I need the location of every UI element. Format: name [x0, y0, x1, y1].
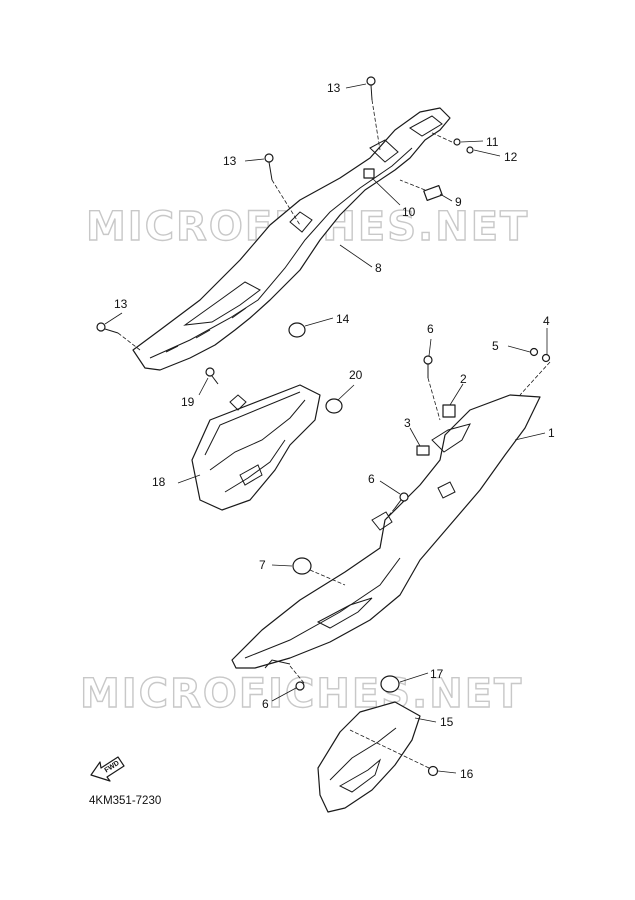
bolt-16	[427, 765, 439, 777]
fwd-arrow-icon: FWD	[90, 756, 125, 782]
callout-labels: 13 11 12 13 9 10 8 13 14 6 4 5 20 19 2 3…	[114, 81, 555, 781]
callout-13-mid: 13	[223, 154, 237, 168]
bolt-13-top	[366, 76, 376, 86]
callout-6-lower: 6	[262, 697, 269, 711]
screw-12	[466, 146, 474, 154]
bolt-13-left	[96, 322, 106, 332]
clip-3	[416, 445, 430, 456]
fasteners	[96, 76, 551, 777]
callout-15: 15	[440, 715, 454, 729]
clip-2	[442, 404, 456, 418]
grommet-7	[292, 557, 312, 575]
bolt-6-mid	[399, 492, 409, 502]
callout-20: 20	[349, 368, 363, 382]
callout-9: 9	[455, 195, 462, 209]
callout-12: 12	[504, 150, 518, 164]
callout-1: 1	[548, 426, 555, 440]
reference-code: 4KM351-7230	[89, 795, 162, 807]
grommet-17	[380, 675, 400, 693]
callout-7: 7	[259, 558, 266, 572]
callout-19: 19	[181, 395, 195, 409]
callout-6-mid: 6	[368, 472, 375, 486]
nut-10	[363, 168, 375, 179]
part-15-lower-cover	[317, 701, 421, 813]
bolt-6-lower	[295, 681, 305, 691]
callout-2: 2	[460, 372, 467, 386]
washer-11	[453, 138, 461, 146]
bolt-19	[205, 367, 215, 377]
bolt-6-upper	[423, 355, 433, 365]
callout-11: 11	[486, 135, 499, 149]
callout-10: 10	[402, 205, 416, 219]
leader-lines	[104, 83, 551, 774]
grommet-14	[288, 322, 306, 338]
callout-18: 18	[152, 475, 166, 489]
callout-4: 4	[543, 314, 550, 328]
screw-5	[529, 347, 539, 357]
bolt-13-mid	[264, 153, 274, 163]
callout-16: 16	[460, 767, 474, 781]
washer-4	[541, 353, 551, 363]
callout-3: 3	[404, 416, 411, 430]
watermark-bottom: MICROFICHES.NET	[80, 671, 523, 717]
callout-13-left: 13	[114, 297, 128, 311]
callout-5: 5	[492, 339, 499, 353]
clip-9	[423, 184, 443, 202]
callout-6-upper: 6	[427, 322, 434, 336]
part-1-side-cover	[231, 394, 541, 669]
part-18-bracket	[191, 384, 321, 511]
callout-14: 14	[336, 312, 350, 326]
callout-13-top: 13	[327, 81, 341, 95]
grommet-20	[325, 398, 343, 414]
callout-17: 17	[430, 667, 444, 681]
callout-8: 8	[375, 261, 382, 275]
